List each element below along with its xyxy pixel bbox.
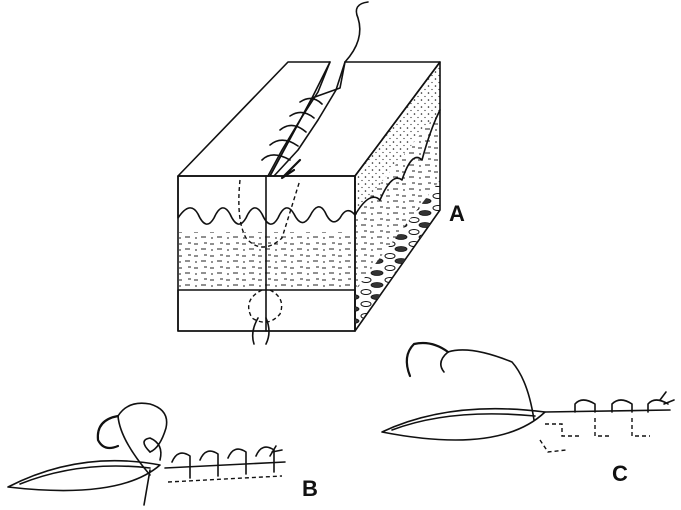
panel-b-running-suture: [8, 403, 285, 505]
panel-label-c: C: [612, 463, 628, 485]
panel-label-b: B: [302, 478, 318, 500]
panel-c-subcuticular-suture: [382, 343, 674, 452]
panel-label-a: A: [449, 203, 465, 225]
panel-a-skin-block: [178, 2, 440, 344]
